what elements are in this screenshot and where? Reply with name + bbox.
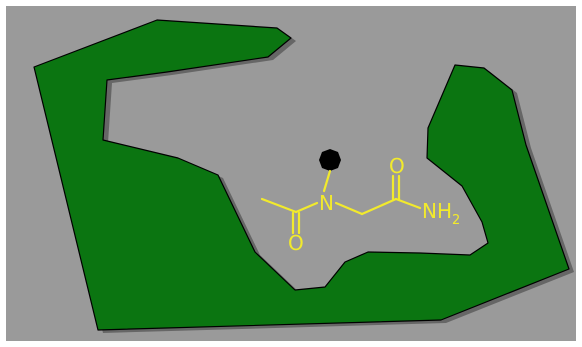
binding-pocket <box>33 19 570 331</box>
atom-oxygen-left: O <box>288 231 304 255</box>
bond-methyl-carbonyl <box>260 197 298 214</box>
bond-carbonyl-nh2 <box>394 197 422 210</box>
atom-amide-nh: NH <box>422 199 452 223</box>
atom-amide-subscript: 2 <box>452 213 460 228</box>
bond-ch2-carbonyl <box>360 197 398 216</box>
ligand-molecule: N O O NH 2 <box>260 149 460 255</box>
atom-nitrogen: N <box>319 191 334 215</box>
attachment-point-marker <box>319 149 341 171</box>
bond-marker-n <box>322 169 332 193</box>
bond-n-ch2 <box>334 201 364 216</box>
atom-oxygen-right: O <box>389 154 405 178</box>
bond-carbonyl-n <box>294 201 319 214</box>
